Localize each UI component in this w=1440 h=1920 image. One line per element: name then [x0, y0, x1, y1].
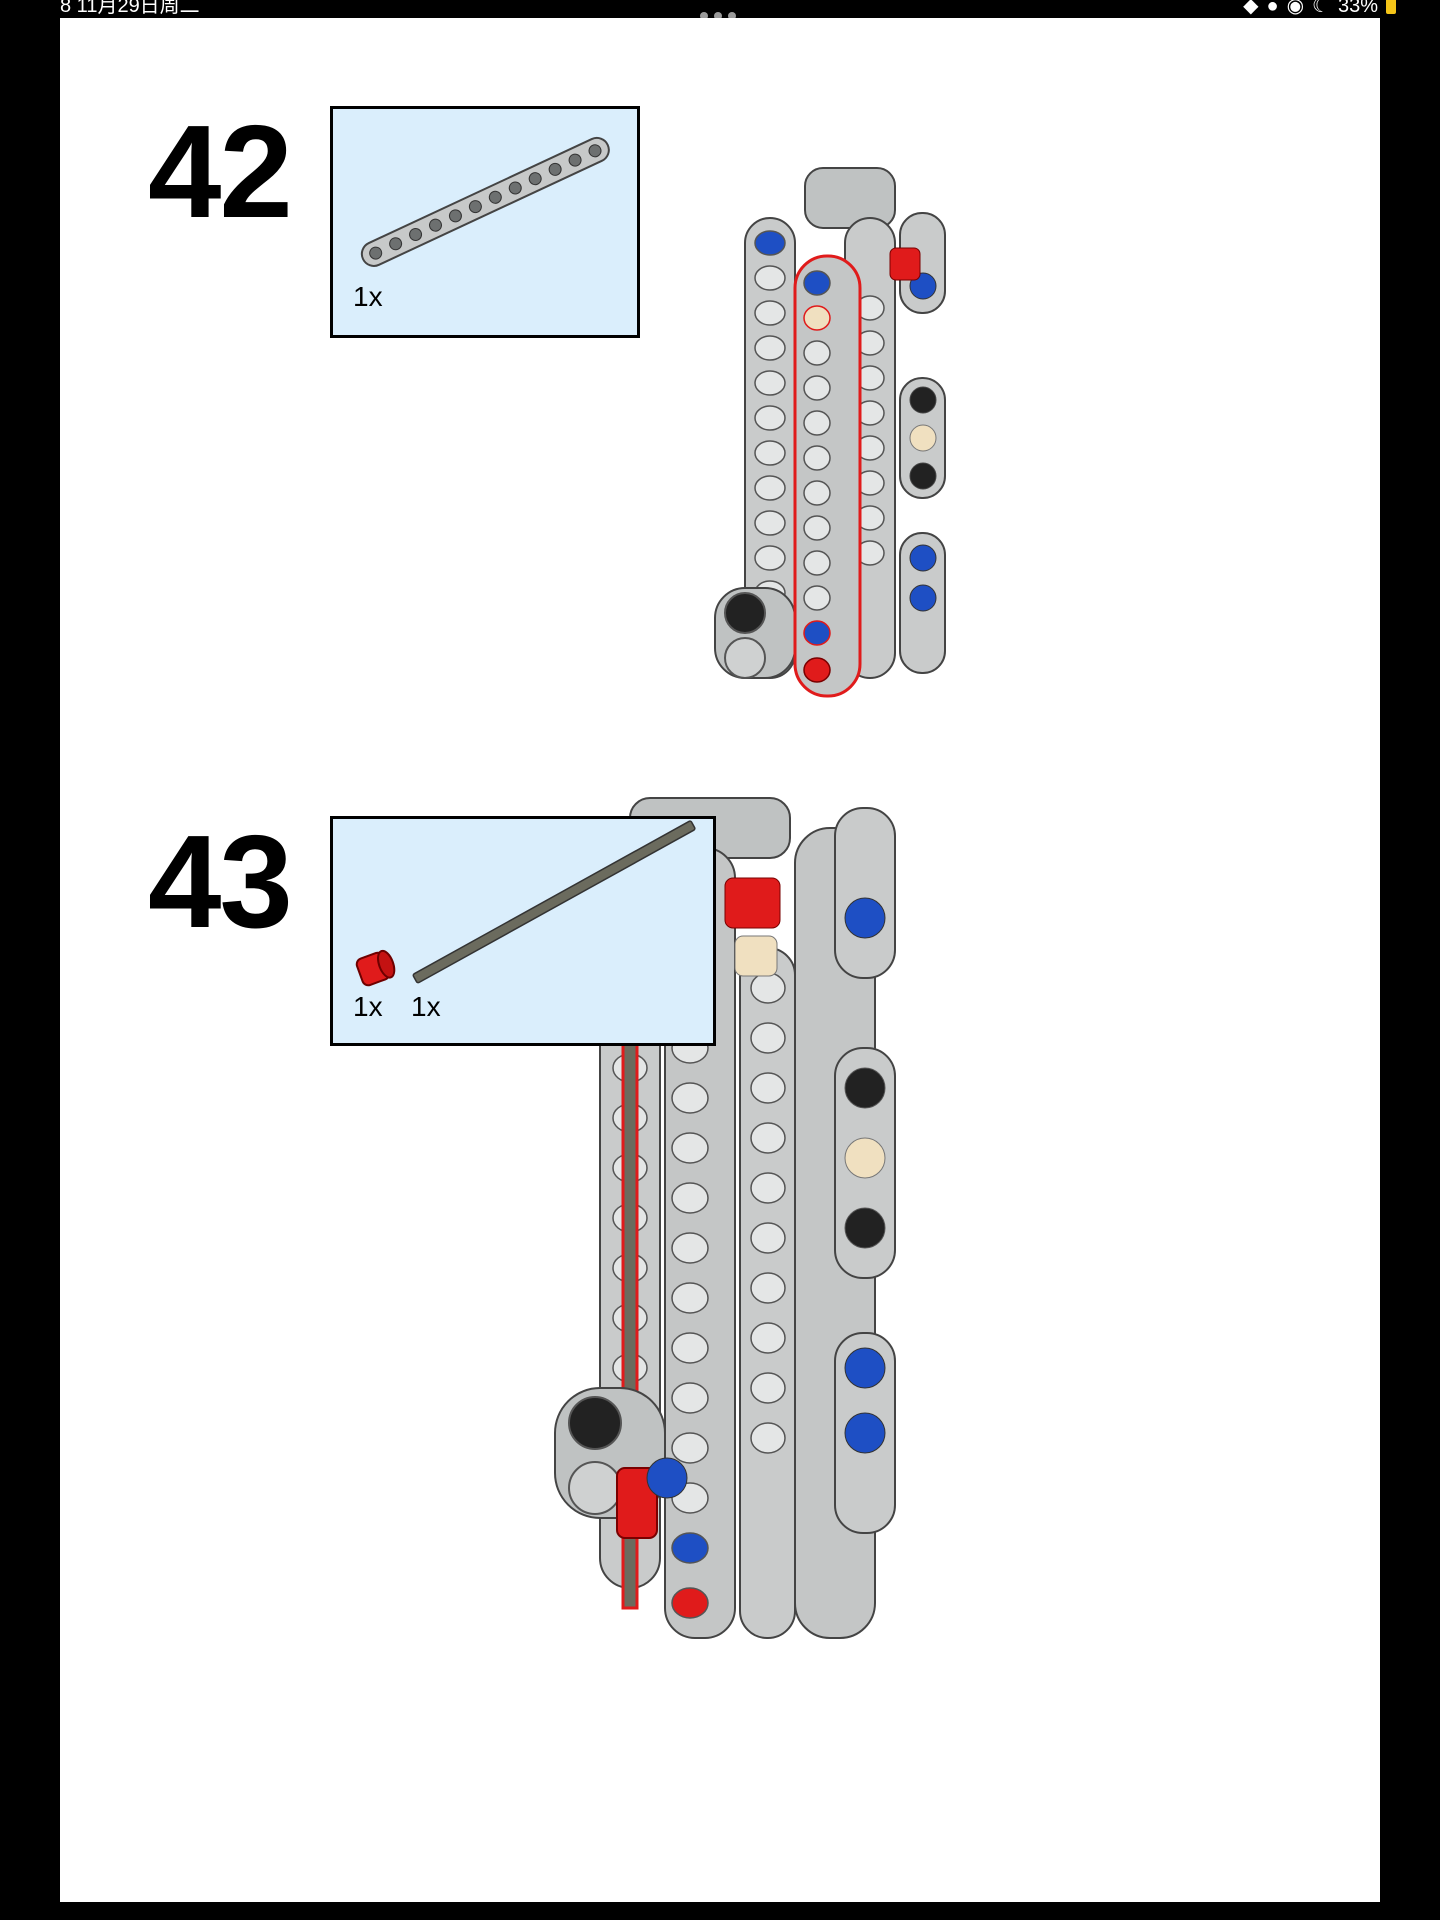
multitask-dots[interactable]	[700, 12, 736, 20]
status-bar: 8 11月29日周二 ◆ ● ◉ ☾ 33%	[0, 0, 1440, 20]
wifi-icon: ◆	[1243, 0, 1259, 17]
part-quantity: 1x	[411, 991, 441, 1022]
lock-rotation-icon: ◉	[1286, 0, 1305, 17]
axle-part-image	[412, 820, 696, 984]
battery-percent: 33%	[1337, 0, 1378, 17]
status-time-date: 8 11月29日周二	[60, 0, 200, 17]
parts-callout: 1x 1x	[330, 816, 716, 1046]
part-quantity: 1x	[353, 281, 383, 312]
battery-icon	[1386, 0, 1396, 14]
liftarm-part-image	[360, 136, 610, 267]
step-number: 43	[148, 808, 293, 955]
step-42-model-image	[714, 167, 946, 698]
parts-callout: 1x	[330, 106, 640, 338]
step-43-model-image	[554, 797, 896, 1639]
instruction-page[interactable]: 42 1x	[60, 18, 1380, 1902]
focus-icon: ●	[1266, 0, 1279, 17]
step-number: 42	[148, 98, 293, 245]
moon-icon: ☾	[1312, 0, 1330, 17]
status-right-icons: ◆ ● ◉ ☾ 33%	[1243, 0, 1396, 16]
bush-part-image	[355, 949, 396, 987]
part-quantity: 1x	[353, 991, 383, 1022]
